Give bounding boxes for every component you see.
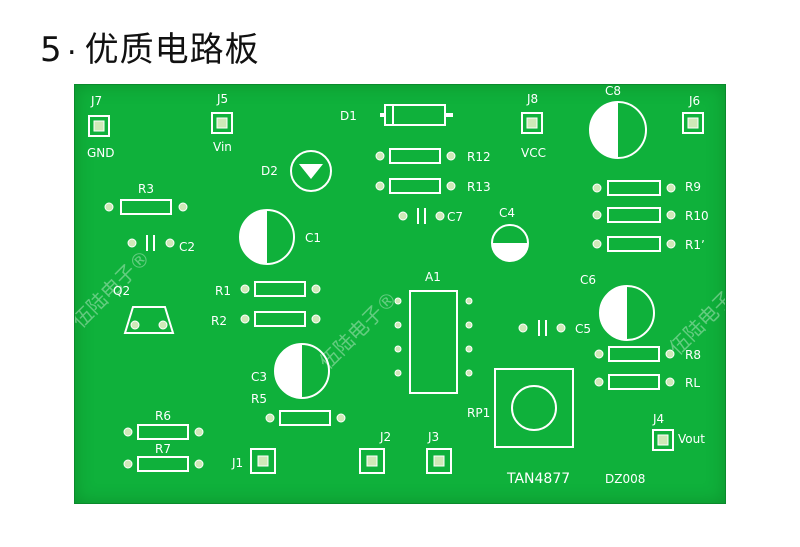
r12-body	[389, 148, 441, 164]
r1-body	[254, 281, 306, 297]
label-j5: J5	[216, 92, 228, 106]
label-r10: R10	[685, 209, 709, 223]
label-j6: J6	[688, 94, 700, 108]
label-rl: RL	[685, 376, 700, 390]
label-c5: C5	[575, 322, 591, 336]
label-r3: R3	[138, 182, 154, 196]
label-c7: C7	[447, 210, 463, 224]
r9-body	[607, 180, 661, 196]
label-c2: C2	[179, 240, 195, 254]
label-j2: J2	[379, 430, 391, 444]
label-r11: R1ʼ	[685, 238, 705, 252]
label-c1: C1	[305, 231, 321, 245]
label-j3: J3	[427, 430, 439, 444]
label-j4: J4	[652, 412, 664, 426]
r13-body	[389, 178, 441, 194]
label-r9: R9	[685, 180, 701, 194]
rl-body	[608, 374, 660, 390]
title-number: 5	[40, 30, 63, 70]
label-j8: J8	[526, 92, 538, 106]
label-r6: R6	[155, 409, 171, 423]
label-r7: R7	[155, 442, 171, 456]
a1-body	[409, 290, 458, 394]
j1-pad	[250, 448, 276, 474]
d2-outline	[290, 150, 332, 192]
label-rp1: RP1	[467, 406, 490, 420]
label-vcc: VCC	[521, 146, 546, 160]
watermark-right: 伍陆电子®	[664, 272, 725, 360]
label-d2: D2	[261, 164, 278, 178]
r7-body	[137, 456, 189, 472]
label-q2: Q2	[113, 284, 130, 298]
j7-pad	[88, 115, 110, 137]
label-c3: C3	[251, 370, 267, 384]
j8-pad	[521, 112, 543, 134]
j5-pad	[211, 112, 233, 134]
j6-pad	[682, 112, 704, 134]
r10-body	[607, 207, 661, 223]
label-gnd: GND	[87, 146, 115, 160]
label-r8: R8	[685, 348, 701, 362]
q2-outline	[123, 306, 175, 334]
label-vin: Vin	[213, 140, 232, 154]
label-code: DZ008	[605, 472, 645, 486]
r5-body	[279, 410, 331, 426]
label-c4: C4	[499, 206, 515, 220]
rp1-body	[494, 368, 574, 448]
pcb-board: 伍陆电子® 伍陆电子® 伍陆电子®	[74, 84, 726, 504]
j4-pad	[652, 429, 674, 451]
page-title: 5.优质电路板	[40, 22, 260, 71]
label-c8: C8	[605, 85, 621, 98]
r8-body	[608, 346, 660, 362]
pcb-silkscreen: 伍陆电子® 伍陆电子® 伍陆电子®	[75, 85, 725, 487]
label-model: TAN4877	[506, 471, 570, 487]
r2-body	[254, 311, 306, 327]
label-a1: A1	[425, 270, 441, 284]
title-text: 优质电路板	[84, 30, 260, 70]
label-r5: R5	[251, 392, 267, 406]
label-j1: J1	[231, 456, 243, 470]
label-d1: D1	[340, 109, 357, 123]
label-c6: C6	[580, 273, 596, 287]
j3-pad	[426, 448, 452, 474]
label-r1: R1	[215, 284, 231, 298]
label-r13: R13	[467, 180, 491, 194]
label-r12: R12	[467, 150, 491, 164]
r3-body	[120, 199, 172, 215]
label-vout: Vout	[678, 432, 705, 446]
title-separator: .	[67, 27, 78, 62]
label-r2: R2	[211, 314, 227, 328]
r6-body	[137, 424, 189, 440]
label-j7: J7	[90, 94, 102, 108]
r11-body	[607, 236, 661, 252]
j2-pad	[359, 448, 385, 474]
